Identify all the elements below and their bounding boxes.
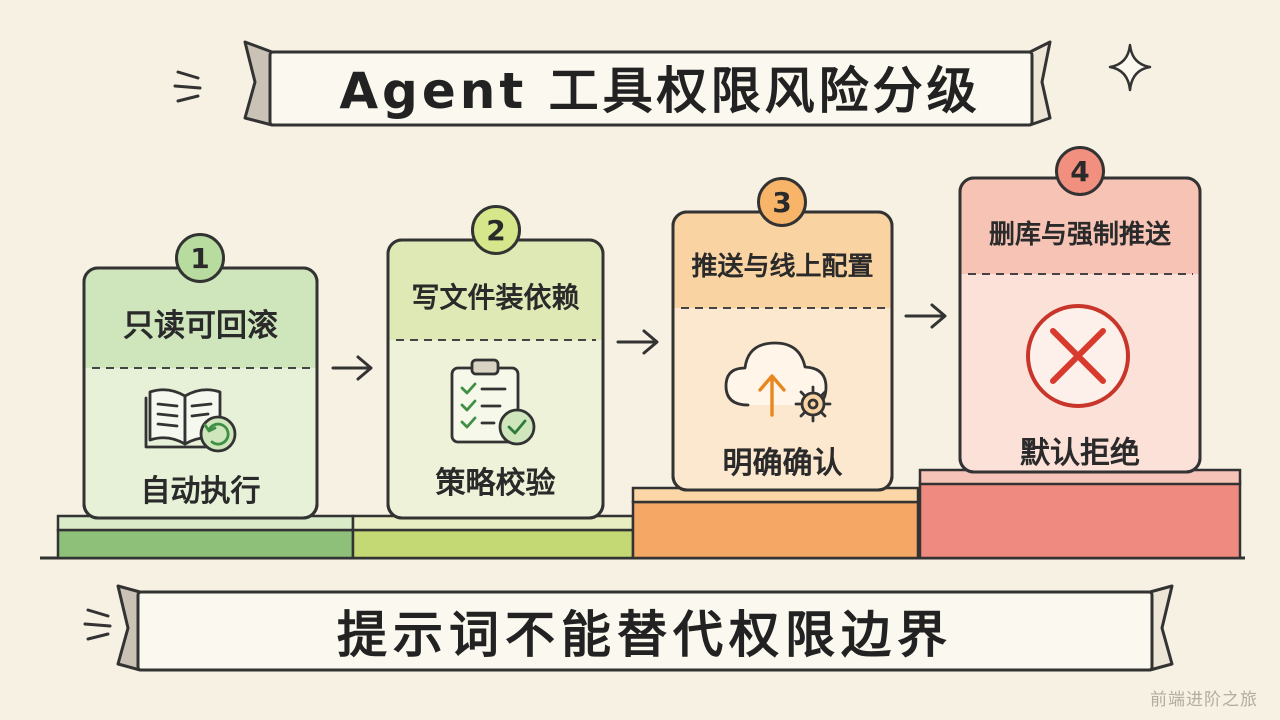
step-1-number-badge: 1 <box>175 233 225 283</box>
book-undo-icon <box>144 388 237 453</box>
step-4-number-badge: 4 <box>1055 146 1105 196</box>
x-circle-icon <box>1026 304 1130 408</box>
step-3-action-label: 明确确认 <box>722 446 843 481</box>
arrow-2-to-3 <box>616 329 659 355</box>
watermark-text: 前端进阶之旅 <box>1150 690 1258 710</box>
arrow-1-to-2 <box>331 355 373 381</box>
conclusion-text: 提示词不能替代权限边界 <box>337 606 953 664</box>
decor-dash-marks <box>83 70 202 641</box>
step-1-action-label: 自动执行 <box>140 474 261 509</box>
sparkle-icon <box>1108 43 1152 92</box>
step-3-number-badge: 3 <box>757 177 807 227</box>
step-2-number-badge: 2 <box>471 205 521 255</box>
conclusion-banner <box>116 584 1174 672</box>
step-2-level-label: 写文件装依赖 <box>411 281 580 314</box>
step-4-action-label: 默认拒绝 <box>1020 436 1140 471</box>
cloud-upload-gear-icon <box>724 341 832 423</box>
step-4-level-label: 删库与强制推送 <box>988 220 1171 250</box>
title-banner <box>243 40 1052 127</box>
step-2-action-label: 策略校验 <box>435 466 556 501</box>
step-3-level-label: 推送与线上配置 <box>691 252 874 282</box>
arrow-3-to-4 <box>904 303 947 329</box>
clipboard-check-icon <box>450 358 536 446</box>
step-1-level-label: 只读可回滚 <box>123 308 278 344</box>
diagram-title: Agent 工具权限风险分级 <box>339 62 981 120</box>
